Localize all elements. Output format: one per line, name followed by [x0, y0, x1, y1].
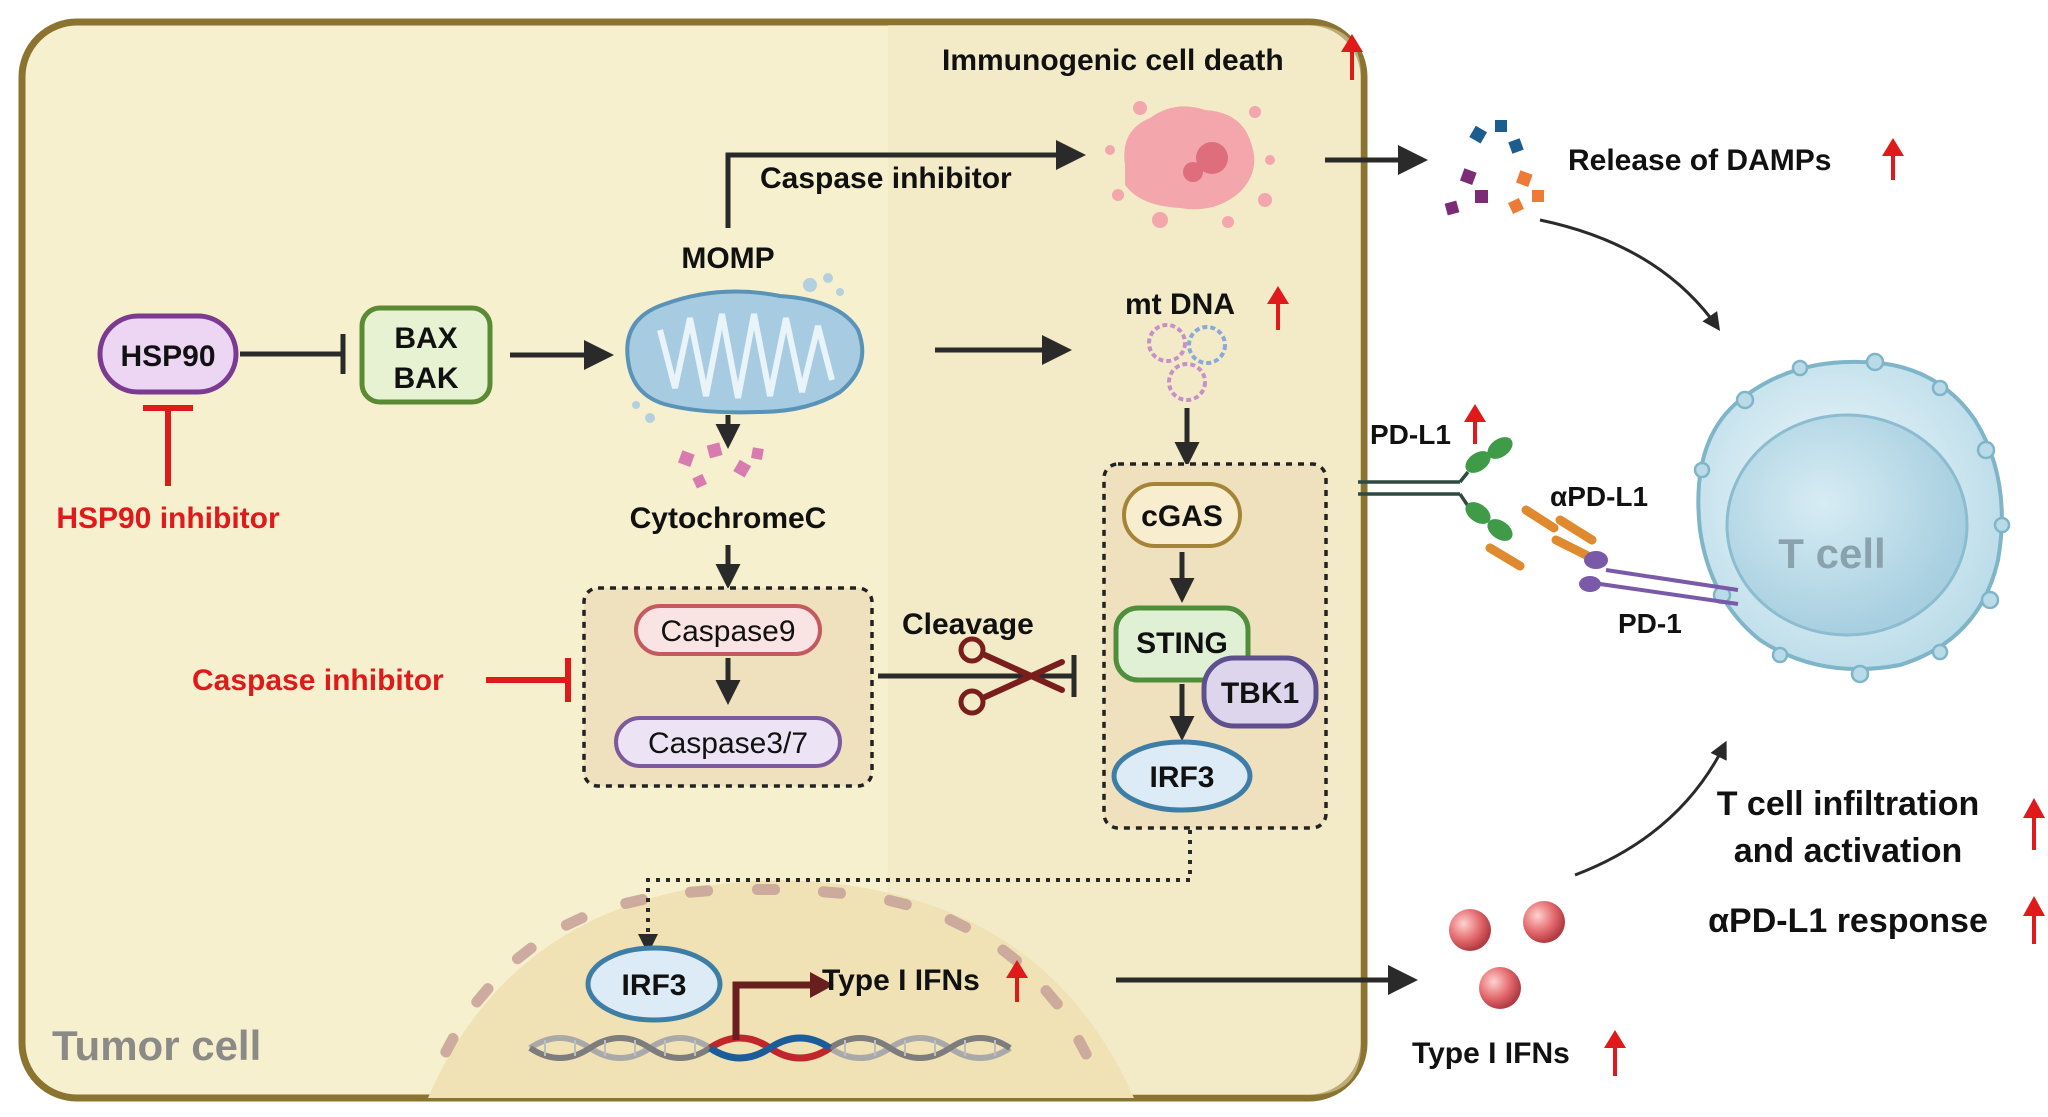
- dying-cell-icon: [1105, 101, 1275, 228]
- ifn-nucleus-up-arrow: [1006, 960, 1028, 1002]
- pdl1-receptor: [1358, 437, 1513, 541]
- irf3-nucleus-node: [585, 945, 723, 1023]
- scissors-icon: [958, 636, 1065, 716]
- damps-up-arrow: [1882, 138, 1904, 180]
- hsp90-inhibitor-label: HSP90 inhibitor: [56, 502, 280, 535]
- arrow-damps-to-tcell: [1539, 218, 1721, 331]
- t-cell-infiltration-line1: T cell infiltration: [1717, 785, 1980, 823]
- arrow-momp-to-icd: [725, 140, 1086, 228]
- irf3-node: [1111, 739, 1253, 813]
- mitochondrion-icon: [625, 273, 865, 423]
- hsp90-inhibits-bax: [240, 334, 346, 374]
- apdl1-response-label: αPD-L1 response: [1708, 902, 1988, 940]
- pdl1-label: PD-L1: [1370, 419, 1451, 450]
- t-cell-infiltration-up-arrow: [2023, 798, 2045, 850]
- cleavage-label: Cleavage: [902, 608, 1034, 641]
- caspase-inhibitor-top-label: Caspase inhibitor: [760, 162, 1012, 195]
- hsp90-label: HSP90: [120, 340, 215, 373]
- apdl1-response-up-arrow: [2023, 896, 2045, 944]
- release-damps-label: Release of DAMPs: [1568, 144, 1831, 177]
- tbk1-node: [1201, 655, 1319, 729]
- cytochrome-c-icon: [677, 442, 764, 489]
- pd1-receptor: [1579, 551, 1739, 606]
- ifn-spheres-icon: [1449, 901, 1565, 1009]
- type1-ifns-nucleus-label: Type I IFNs: [822, 964, 980, 997]
- caspase37-node: [614, 716, 842, 768]
- irf3-translocation: [646, 830, 1192, 940]
- caspase-box: Caspase9 Caspase3/7: [582, 586, 874, 788]
- ifn-out-up-arrow: [1604, 1030, 1626, 1076]
- caspase-inhibitor-side-bar: [486, 658, 571, 702]
- mtdna-label: mt DNA: [1125, 288, 1235, 321]
- cytochromec-label: CytochromeC: [630, 502, 827, 535]
- pd1-label: PD-1: [1618, 608, 1682, 639]
- bax-label: BAX: [394, 322, 457, 355]
- hsp90-inhibitor: HSP90 inhibitor: [56, 405, 280, 535]
- t-cell-label: T cell: [1778, 530, 1885, 577]
- tumor-cell-label: Tumor cell: [52, 1022, 261, 1069]
- caspase-inhibitor-side-label: Caspase inhibitor: [192, 664, 444, 697]
- irf3-translocation-head: [638, 934, 658, 954]
- tbk1-label: TBK1: [1221, 677, 1299, 710]
- t-cell-icon: [1693, 352, 2011, 684]
- antibody-icon: [1485, 505, 1597, 571]
- icd-label: Immunogenic cell death: [942, 44, 1284, 77]
- damps-icon: [1444, 120, 1544, 216]
- dna-helix-icon: [528, 1034, 1012, 1062]
- icd-up-arrow: [1341, 34, 1363, 80]
- arrow-to-tcell-activation: [1574, 740, 1727, 877]
- momp-label: MOMP: [681, 242, 774, 275]
- apdl1-label: αPD-L1: [1550, 481, 1648, 512]
- hsp90-node: HSP90: [97, 313, 239, 395]
- sting-label: STING: [1136, 627, 1228, 660]
- t-cell-infiltration-line2: and activation: [1734, 832, 1963, 870]
- cgas-sting-box: cGAS STING TBK1 IRF3: [1102, 462, 1328, 830]
- bak-label: BAK: [394, 362, 459, 395]
- bax-bak-node: BAX BAK: [359, 305, 493, 405]
- irf3-nucleus-label: IRF3: [621, 969, 686, 1002]
- irf3-label: IRF3: [1149, 761, 1214, 794]
- caspase9-label: Caspase9: [660, 615, 795, 648]
- caspase37-label: Caspase3/7: [648, 727, 808, 760]
- type1-ifns-out-label: Type I IFNs: [1412, 1037, 1570, 1070]
- cgas-label: cGAS: [1141, 500, 1223, 533]
- cleavage-inhibition: [878, 655, 1077, 697]
- cgas-node: [1122, 482, 1242, 548]
- mtdna-circles-icon: [1147, 323, 1227, 402]
- caspase9-node: [634, 604, 822, 656]
- mtdna-up-arrow: [1267, 286, 1289, 330]
- pdl1-up-arrow: [1464, 404, 1486, 444]
- transcription-arrow: [732, 972, 834, 1040]
